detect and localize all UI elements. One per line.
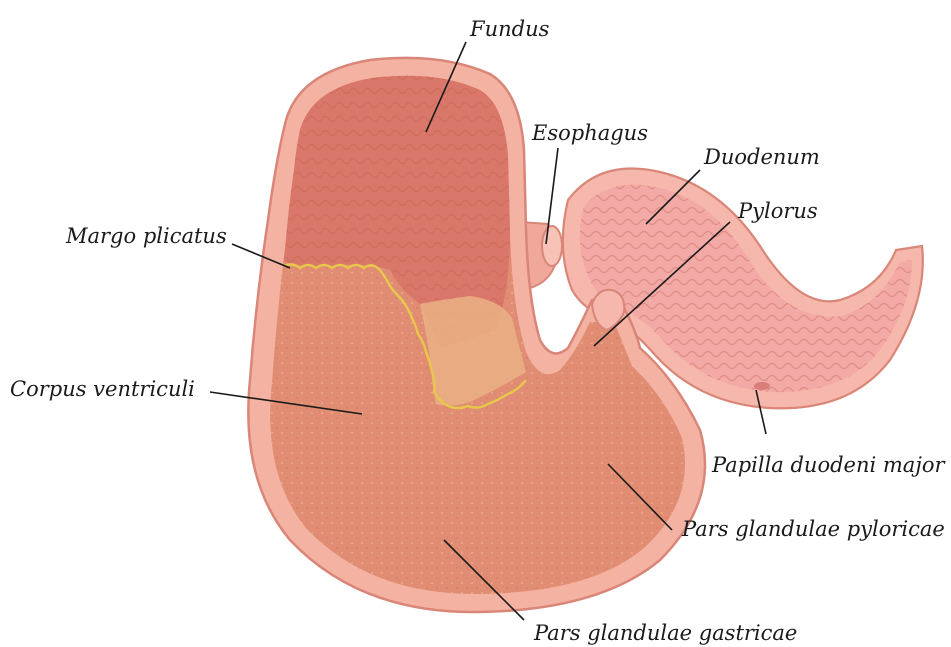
papilla-duodeni-major-mark [754, 382, 770, 390]
esophagus-opening [542, 226, 562, 266]
pars-glandulae-pyloricae-label: Pars glandulae pyloricae [681, 517, 945, 541]
duodenum-label: Duodenum [703, 145, 820, 169]
margo-plicatus-label: Margo plicatus [65, 224, 227, 248]
pars-glandulae-gastricae-label: Pars glandulae gastricae [533, 621, 797, 645]
fundus-label: Fundus [469, 17, 550, 41]
corpus-ventriculi-label: Corpus ventriculi [10, 377, 195, 401]
pylorus-label: Pylorus [737, 199, 818, 223]
esophagus-label: Esophagus [531, 121, 648, 145]
papilla-duodeni-major-label: Papilla duodeni major [711, 453, 946, 477]
